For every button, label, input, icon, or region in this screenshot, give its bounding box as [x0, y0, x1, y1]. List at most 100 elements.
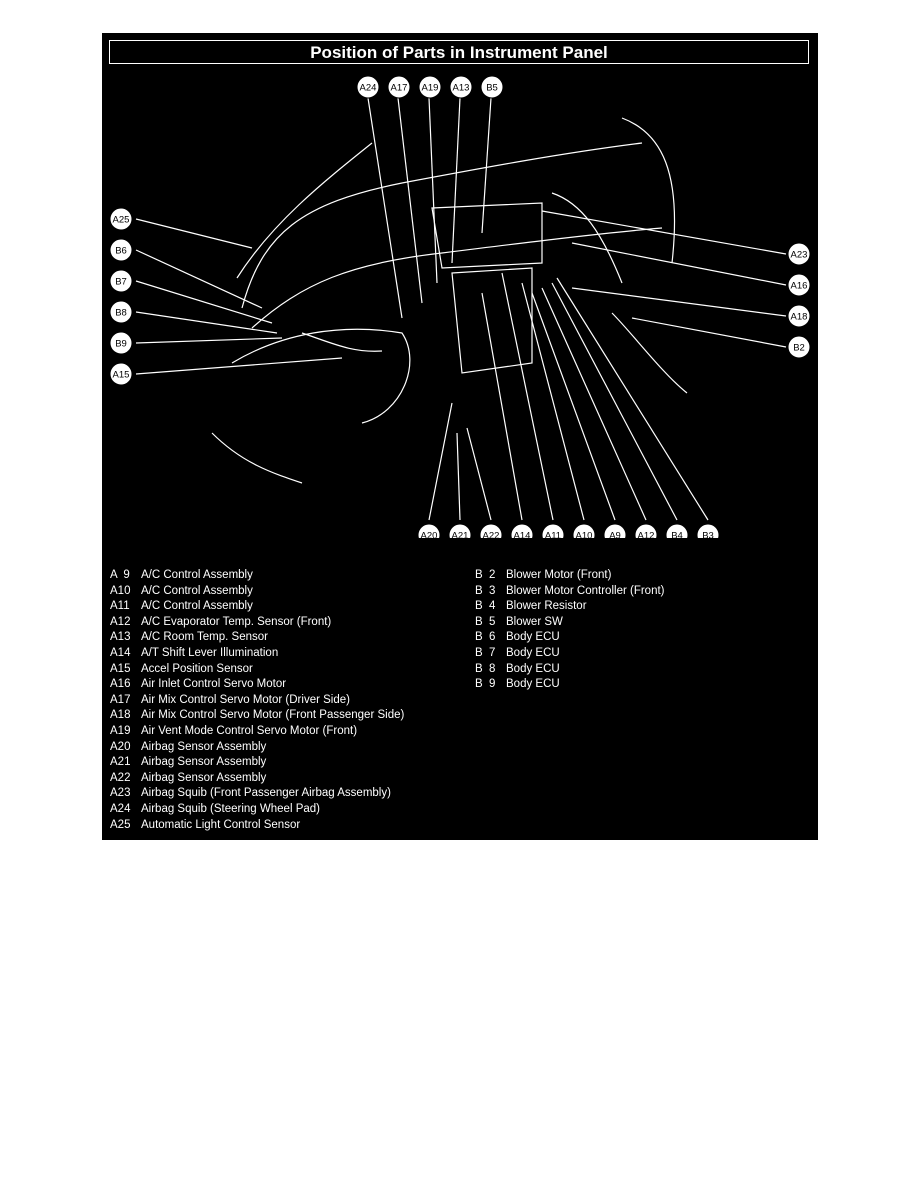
- callout-label: A25: [113, 215, 130, 226]
- callout-a16: A16: [787, 273, 811, 297]
- legend-row: A13 A/C Room Temp. Sensor: [110, 630, 404, 646]
- center-console-lower: [451, 267, 533, 374]
- callout-b9: B9: [109, 331, 133, 355]
- callout-b2: B2: [787, 335, 811, 359]
- callout-label: A9: [609, 531, 621, 539]
- legend-part-name: Air Inlet Control Servo Motor: [141, 678, 287, 691]
- center-console-upper: [431, 202, 543, 269]
- legend-code: A13: [110, 631, 131, 644]
- callout-label: A16: [791, 281, 808, 292]
- legend-row: B 4 Blower Resistor: [475, 599, 664, 615]
- legend-code: B 9: [475, 678, 496, 691]
- body-ecu-harness: [301, 332, 383, 352]
- callout-label: B5: [486, 83, 498, 94]
- legend-row: A25 Automatic Light Control Sensor: [110, 818, 404, 834]
- callout-a21: A21: [448, 523, 472, 539]
- callout-label: A11: [545, 531, 561, 539]
- legend-code: A21: [110, 756, 131, 769]
- diagram-title: Position of Parts in Instrument Panel: [109, 40, 809, 64]
- callout-a18: A18: [787, 304, 811, 328]
- legend-part-name: A/T Shift Lever Illumination: [141, 646, 279, 659]
- legend-code: A24: [110, 802, 131, 815]
- callout-label: A15: [113, 370, 130, 381]
- legend-code: A11: [110, 600, 130, 613]
- legend-row: A22 Airbag Sensor Assembly: [110, 771, 404, 787]
- callout-a14: A14: [510, 523, 534, 538]
- legend-row: B 9 Body ECU: [475, 677, 664, 693]
- legend-part-name: Airbag Squib (Steering Wheel Pad): [141, 802, 320, 815]
- callout-a23: A23: [787, 242, 811, 266]
- callout-a22: A22: [479, 523, 503, 538]
- legend-part-name: Air Mix Control Servo Motor (Driver Side…: [141, 693, 350, 706]
- callout-label: B7: [115, 277, 127, 288]
- legend-row: A16 Air Inlet Control Servo Motor: [110, 677, 404, 693]
- legend-part-name: A/C Control Assembly: [141, 600, 253, 613]
- legend-part-name: Automatic Light Control Sensor: [141, 818, 301, 831]
- legend-code: A 9: [110, 569, 130, 581]
- legend-part-name: Blower SW: [506, 615, 563, 628]
- legend-code: A23: [110, 787, 131, 800]
- callout-a13: A13: [449, 75, 473, 99]
- legend-code: A25: [110, 818, 131, 831]
- legend-part-name: Airbag Squib (Front Passenger Airbag Ass…: [141, 787, 391, 800]
- callout-label: A19: [422, 83, 439, 94]
- legend-code: B 4: [475, 600, 496, 613]
- right-harness: [611, 312, 688, 394]
- callout-a24: A24: [356, 75, 380, 99]
- legend-part-name: A/C Room Temp. Sensor: [141, 631, 268, 644]
- dash-top-line: [241, 142, 643, 309]
- callout-a9: A9: [603, 523, 627, 539]
- legend-code: A14: [110, 646, 131, 659]
- legend-part-name: Airbag Sensor Assembly: [141, 756, 267, 769]
- legend-part-name: Airbag Sensor Assembly: [141, 740, 267, 753]
- legend-part-name: Blower Motor Controller (Front): [506, 584, 665, 597]
- legend-part-name: Body ECU: [506, 631, 560, 644]
- legend-code: A10: [110, 584, 131, 597]
- legend-code: A16: [110, 678, 131, 691]
- legend-row: A21 Airbag Sensor Assembly: [110, 755, 404, 771]
- callout-label: B9: [115, 339, 127, 350]
- legend-code: A22: [110, 771, 131, 784]
- legend-code: A15: [110, 662, 131, 675]
- callout-b8: B8: [109, 300, 133, 324]
- legend-row: B 2 Blower Motor (Front): [475, 568, 664, 584]
- legend-code: A20: [110, 740, 131, 753]
- legend-part-name: Body ECU: [506, 678, 560, 691]
- diagram-panel: [102, 33, 818, 840]
- callout-label: B3: [702, 531, 714, 539]
- callout-a15: A15: [109, 362, 133, 386]
- legend-part-name: Blower Motor (Front): [506, 569, 612, 581]
- callout-a12: A12: [634, 523, 658, 538]
- callout-label: B4: [671, 531, 683, 539]
- legend-row: A14 A/T Shift Lever Illumination: [110, 646, 404, 662]
- callout-label: A21: [452, 531, 469, 539]
- callout-label: A17: [391, 83, 408, 94]
- legend-part-name: Blower Resistor: [506, 600, 587, 613]
- legend-row: A24 Airbag Squib (Steering Wheel Pad): [110, 802, 404, 818]
- callout-label: A20: [421, 531, 438, 539]
- a-pillar-left: [236, 142, 373, 279]
- legend-part-name: Air Mix Control Servo Motor (Front Passe…: [141, 709, 405, 722]
- callout-label: B8: [115, 308, 127, 319]
- dash-mid-line: [251, 227, 663, 329]
- legend-code: A12: [110, 615, 131, 628]
- legend-code: A19: [110, 724, 131, 737]
- passenger-duct: [551, 192, 623, 284]
- callout-b4: B4: [665, 523, 689, 539]
- legend-code: B 2: [475, 569, 496, 581]
- legend-code: A18: [110, 709, 131, 722]
- callout-label: A24: [360, 83, 377, 94]
- callout-label: A10: [576, 531, 593, 539]
- legend-part-name: Airbag Sensor Assembly: [141, 771, 267, 784]
- legend-row: A11 A/C Control Assembly: [110, 599, 404, 615]
